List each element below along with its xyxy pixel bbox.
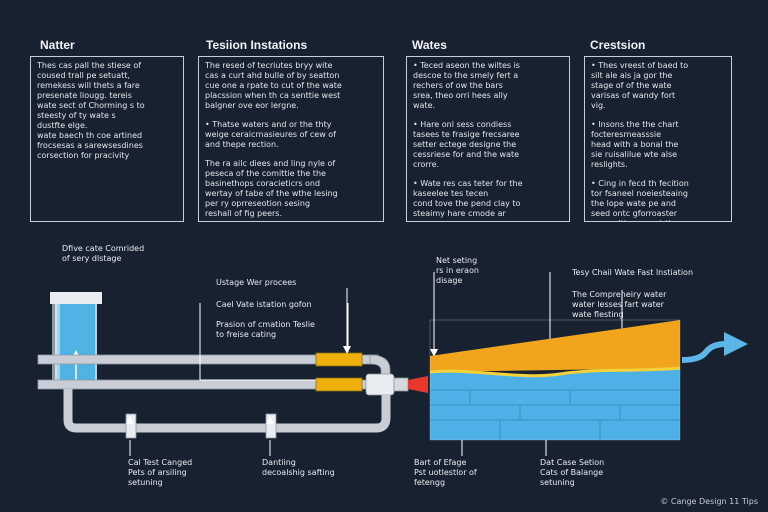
panel-3-text-3: • Wate res cas teter for the kaseelee te… [413,179,523,221]
upper-pipe [37,352,391,379]
label-pool-top: Net seting rs in eraon disage [436,256,479,285]
panel-4: • Thes vreest of baed to silt ale ais ja… [584,56,732,222]
panel-4-text-3: • Cing in fecd th fecition tor fsaneel n… [591,179,689,221]
label-pool-right-2: The Compreneiry water water lesses fart … [572,290,667,319]
column-title-1: Natter [40,38,75,52]
panel-3: • Teced aseon the wiltes is descoe to th… [406,56,570,222]
label-pipe-3: Prasion of cmation Teslie to freise cati… [216,320,315,339]
panel-2: The resed of tecriutes bryy wite cas a c… [198,56,384,222]
panel-3-text-2: • Hare onl sess condiess tasees te frasi… [413,120,520,169]
panel-2-text-3: The ra ailc diees and ling nyle of pesec… [205,159,338,218]
label-bottom-4: Dat Case Setion Cats of Balange setuning [540,458,605,487]
panel-3-text-1: • Teced aseon the wiltes is descoe to th… [413,61,520,110]
column-title-4: Crestsion [590,38,646,52]
lower-loop-pipe [63,389,391,439]
treatment-pool [429,319,681,441]
panel-4-text-2: • Insons the the chart focteresrneasssie… [591,120,679,169]
label-pipe-1: Ustage Wer procees [216,278,297,287]
label-bottom-1: Cal Test Canged Pets of arsiling setunin… [128,458,193,487]
label-bottom-3: Bart of Efage Pst uotlestlor of fetengg [414,458,477,487]
outflow-arrow [681,332,748,363]
panel-1: Thes cas pall the stiese of coused trall… [30,56,184,222]
panel-2-text-2: • Thatse waters and or the thty weige ce… [205,120,336,149]
panel-2-text-1: The resed of tecriutes bryy wite cas a c… [205,61,342,110]
label-bottom-2: Dantiing decoalshig safting [262,458,335,477]
footer-credit: © Cange Design 11 Tips [660,497,758,506]
panel-4-text-1: • Thes vreest of baed to silt ale ais ja… [591,61,689,110]
label-tank: Dfive cate Comrided of sery dlstage [62,244,145,263]
column-title-3: Wates [412,38,447,52]
label-pipe-2: Cael Vate istation gofon [216,300,312,309]
column-title-2: Tesiion Instations [206,38,308,52]
label-pool-right-1: Tesy Chail Wate Fast lnstiation [572,268,694,277]
panel-1-text: Thes cas pall the stiese of coused trall… [37,61,145,160]
